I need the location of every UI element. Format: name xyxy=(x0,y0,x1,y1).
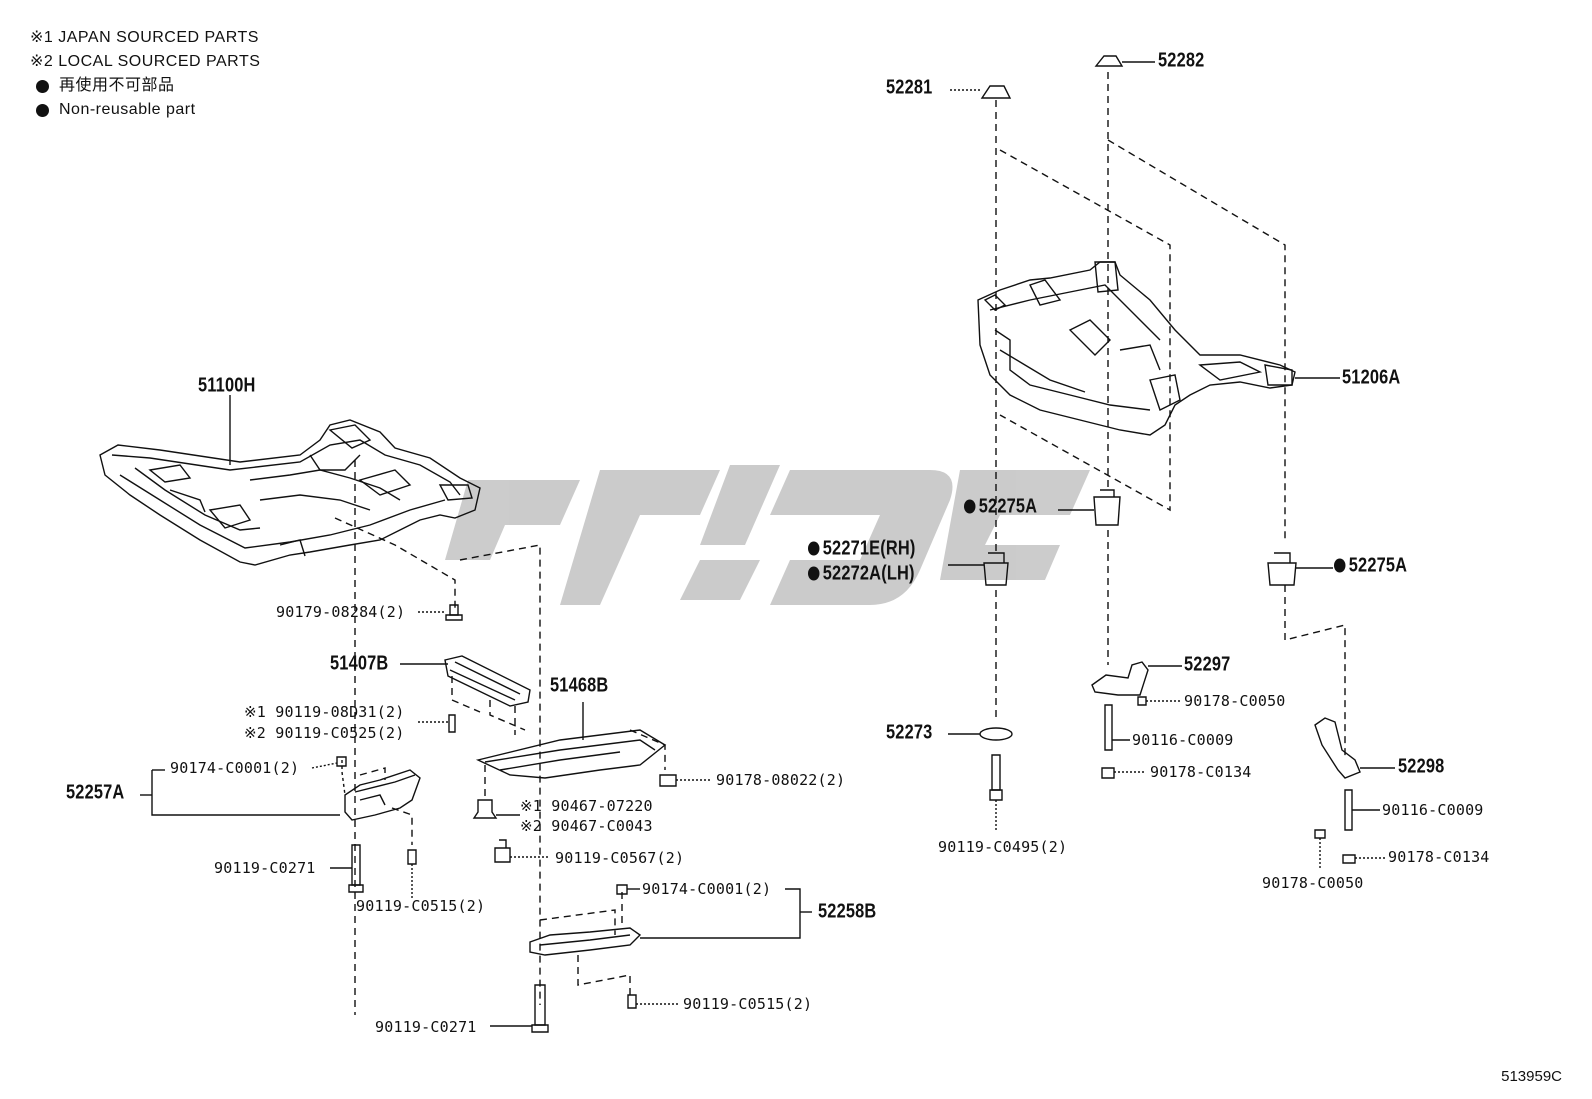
part-label-90119-C0495: 90119-C0495(2) xyxy=(938,838,1068,856)
non-reusable-dot-icon xyxy=(964,499,976,514)
bushing-52275A-upper xyxy=(1093,489,1121,526)
legend-japan-sourced: ※1 JAPAN SOURCED PARTS xyxy=(30,29,259,46)
bracket-52258B xyxy=(529,927,642,956)
part-label-52281: 52281 xyxy=(886,76,933,99)
part-label-51206A: 51206A xyxy=(1342,366,1401,389)
part-label-90178-C0050-a: 90178-C0050 xyxy=(1184,692,1286,710)
plate-51407B xyxy=(444,655,531,707)
bolt-90179 xyxy=(445,604,463,621)
part-label-90467-C0043: ※2 90467-C0043 xyxy=(520,817,653,835)
bullet-icon xyxy=(36,79,49,93)
part-label-90178-C0050-b: 90178-C0050 xyxy=(1262,874,1364,892)
part-code: 52271E(RH) xyxy=(822,537,916,560)
part-label-90119-C0271-a: 90119-C0271 xyxy=(214,859,316,877)
rear-suspension-member xyxy=(977,261,1296,436)
part-label-90119-C0525: ※2 90119-C0525(2) xyxy=(244,724,405,742)
stopper-52281 xyxy=(980,85,1012,99)
part-label-51407B: 51407B xyxy=(330,652,389,675)
part-label-90119-C0271-b: 90119-C0271 xyxy=(375,1018,477,1036)
part-label-52297: 52297 xyxy=(1184,653,1231,676)
part-label-52258B: 52258B xyxy=(818,900,877,923)
part-label-52282: 52282 xyxy=(1158,49,1205,72)
part-label-90116-C0009-b: 90116-C0009 xyxy=(1382,801,1484,819)
front-suspension-crossmember xyxy=(99,419,481,566)
legend-text-jp: 再使用不可部品 xyxy=(59,77,175,94)
part-label-90116-C0009-a: 90116-C0009 xyxy=(1132,731,1234,749)
part-label-90174-b: 90174-C0001(2) xyxy=(642,880,772,898)
part-label-52271E: 52271E(RH) xyxy=(808,538,916,561)
part-label-90119-C0515-b: 90119-C0515(2) xyxy=(683,995,813,1013)
part-label-90178-08022: 90178-08022(2) xyxy=(716,771,846,789)
bushing-52271E xyxy=(983,552,1009,586)
part-label-90119-C0515-a: 90119-C0515(2) xyxy=(356,897,486,915)
part-label-90119-C0567: 90119-C0567(2) xyxy=(555,849,685,867)
part-label-52298: 52298 xyxy=(1398,755,1445,778)
bushing-52275A-lower xyxy=(1267,552,1297,586)
part-label-52275A-lower: 52275A xyxy=(1334,555,1407,578)
bracket-52298 xyxy=(1314,717,1361,779)
part-label-90174-a: 90174-C0001(2) xyxy=(170,759,300,777)
part-code: 52275A xyxy=(1348,554,1408,577)
non-reusable-dot-icon xyxy=(1334,558,1346,573)
legend-non-reusable-en: Non-reusable part xyxy=(30,98,260,122)
part-label-52275A-upper: 52275A xyxy=(964,496,1037,519)
part-label-51100H: 51100H xyxy=(198,374,256,397)
non-reusable-dot-icon xyxy=(808,566,820,581)
part-code: 52275A xyxy=(978,495,1038,518)
part-label-52273: 52273 xyxy=(886,721,933,744)
legend: ※1 JAPAN SOURCED PARTS ※2 LOCAL SOURCED … xyxy=(30,26,260,122)
non-reusable-dot-icon xyxy=(808,541,820,556)
stopper-52282 xyxy=(1094,55,1124,67)
bracket-52257A xyxy=(344,769,421,821)
bracket-52297 xyxy=(1091,661,1149,696)
part-label-90178-C0134-b: 90178-C0134 xyxy=(1388,848,1490,866)
part-label-52272A: 52272A(LH) xyxy=(808,563,915,586)
part-label-90178-C0134-a: 90178-C0134 xyxy=(1150,763,1252,781)
legend-non-reusable-jp: 再使用不可部品 xyxy=(30,74,260,98)
part-code: 52272A(LH) xyxy=(822,562,915,585)
diagram-code: 513959C xyxy=(1501,1068,1562,1085)
part-label-90179: 90179-08284(2) xyxy=(276,603,406,621)
part-label-51468B: 51468B xyxy=(550,674,609,697)
part-label-90119-08D31: ※1 90119-08D31(2) xyxy=(244,703,405,721)
part-label-52257A: 52257A xyxy=(66,781,125,804)
part-label-90467-07220: ※1 90467-07220 xyxy=(520,797,653,815)
legend-text-en: Non-reusable part xyxy=(59,101,196,118)
plate-51468B xyxy=(475,729,667,779)
bullet-icon xyxy=(36,103,49,117)
legend-local-sourced: ※2 LOCAL SOURCED PARTS xyxy=(30,53,261,70)
watermark-logo xyxy=(445,465,1090,605)
